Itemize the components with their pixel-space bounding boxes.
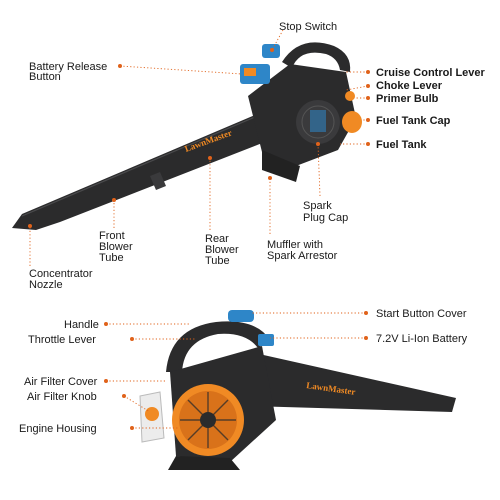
label-fuel-tank: Fuel Tank bbox=[376, 139, 427, 151]
label-front-blower-tube-line3: Tube bbox=[99, 252, 124, 264]
bottom-blower-illustration: LawnMaster bbox=[139, 310, 456, 470]
label-handle: Handle bbox=[64, 319, 99, 331]
label-battery-release-line2: Button bbox=[29, 71, 61, 83]
label-air-filter-knob: Air Filter Knob bbox=[27, 391, 97, 403]
handle-top bbox=[282, 42, 351, 72]
blower-tube-bottom bbox=[250, 352, 456, 412]
tube-joint bbox=[150, 172, 166, 190]
leader-lines bbox=[28, 29, 370, 430]
label-engine-housing: Engine Housing bbox=[19, 423, 97, 435]
label-spark-plug-cap-line1: Spark bbox=[303, 200, 332, 212]
label-choke-lever: Choke Lever bbox=[376, 80, 443, 92]
fuel-tank-cap-shape bbox=[342, 111, 362, 133]
battery-bottom bbox=[258, 334, 274, 346]
top-blower-illustration: LawnMaster bbox=[12, 42, 362, 230]
label-start-button-cover: Start Button Cover bbox=[376, 308, 467, 320]
label-front-blower-tube-line2: Blower bbox=[99, 241, 133, 253]
label-stop-switch: Stop Switch bbox=[279, 21, 337, 33]
primer-bulb-shape bbox=[345, 91, 355, 101]
label-muffler-line2: Spark Arrestor bbox=[267, 250, 338, 262]
label-battery: 7.2V Li-Ion Battery bbox=[376, 333, 468, 345]
label-spark-plug-cap-line2: Plug Cap bbox=[303, 212, 348, 224]
start-button-cover-shape bbox=[228, 310, 254, 322]
air-filter-knob-shape bbox=[145, 407, 159, 421]
top-labels: Stop Switch Battery Release Button Cruis… bbox=[29, 21, 486, 291]
label-rear-blower-tube-line3: Tube bbox=[205, 255, 230, 267]
label-air-filter-cover: Air Filter Cover bbox=[24, 376, 98, 388]
label-fuel-tank-cap: Fuel Tank Cap bbox=[376, 115, 451, 127]
blower-tube bbox=[12, 112, 270, 230]
label-rear-blower-tube-line1: Rear bbox=[205, 233, 229, 245]
handle-bottom bbox=[166, 321, 270, 372]
label-front-blower-tube-line1: Front bbox=[99, 230, 125, 242]
base-feet bbox=[168, 456, 240, 470]
label-muffler-line1: Muffler with bbox=[267, 239, 323, 251]
bottom-labels: Handle Throttle Lever Air Filter Cover A… bbox=[19, 308, 468, 435]
muffler-shape bbox=[262, 150, 300, 182]
label-battery-release-line1: Battery Release bbox=[29, 61, 107, 73]
label-throttle-lever: Throttle Lever bbox=[28, 334, 96, 346]
label-rear-blower-tube-line2: Blower bbox=[205, 244, 239, 256]
label-concentrator-line1: Concentrator bbox=[29, 268, 93, 280]
label-cruise-control-lever: Cruise Control Lever bbox=[376, 67, 486, 79]
label-concentrator-line2: Nozzle bbox=[29, 279, 63, 291]
label-primer-bulb: Primer Bulb bbox=[376, 93, 439, 105]
